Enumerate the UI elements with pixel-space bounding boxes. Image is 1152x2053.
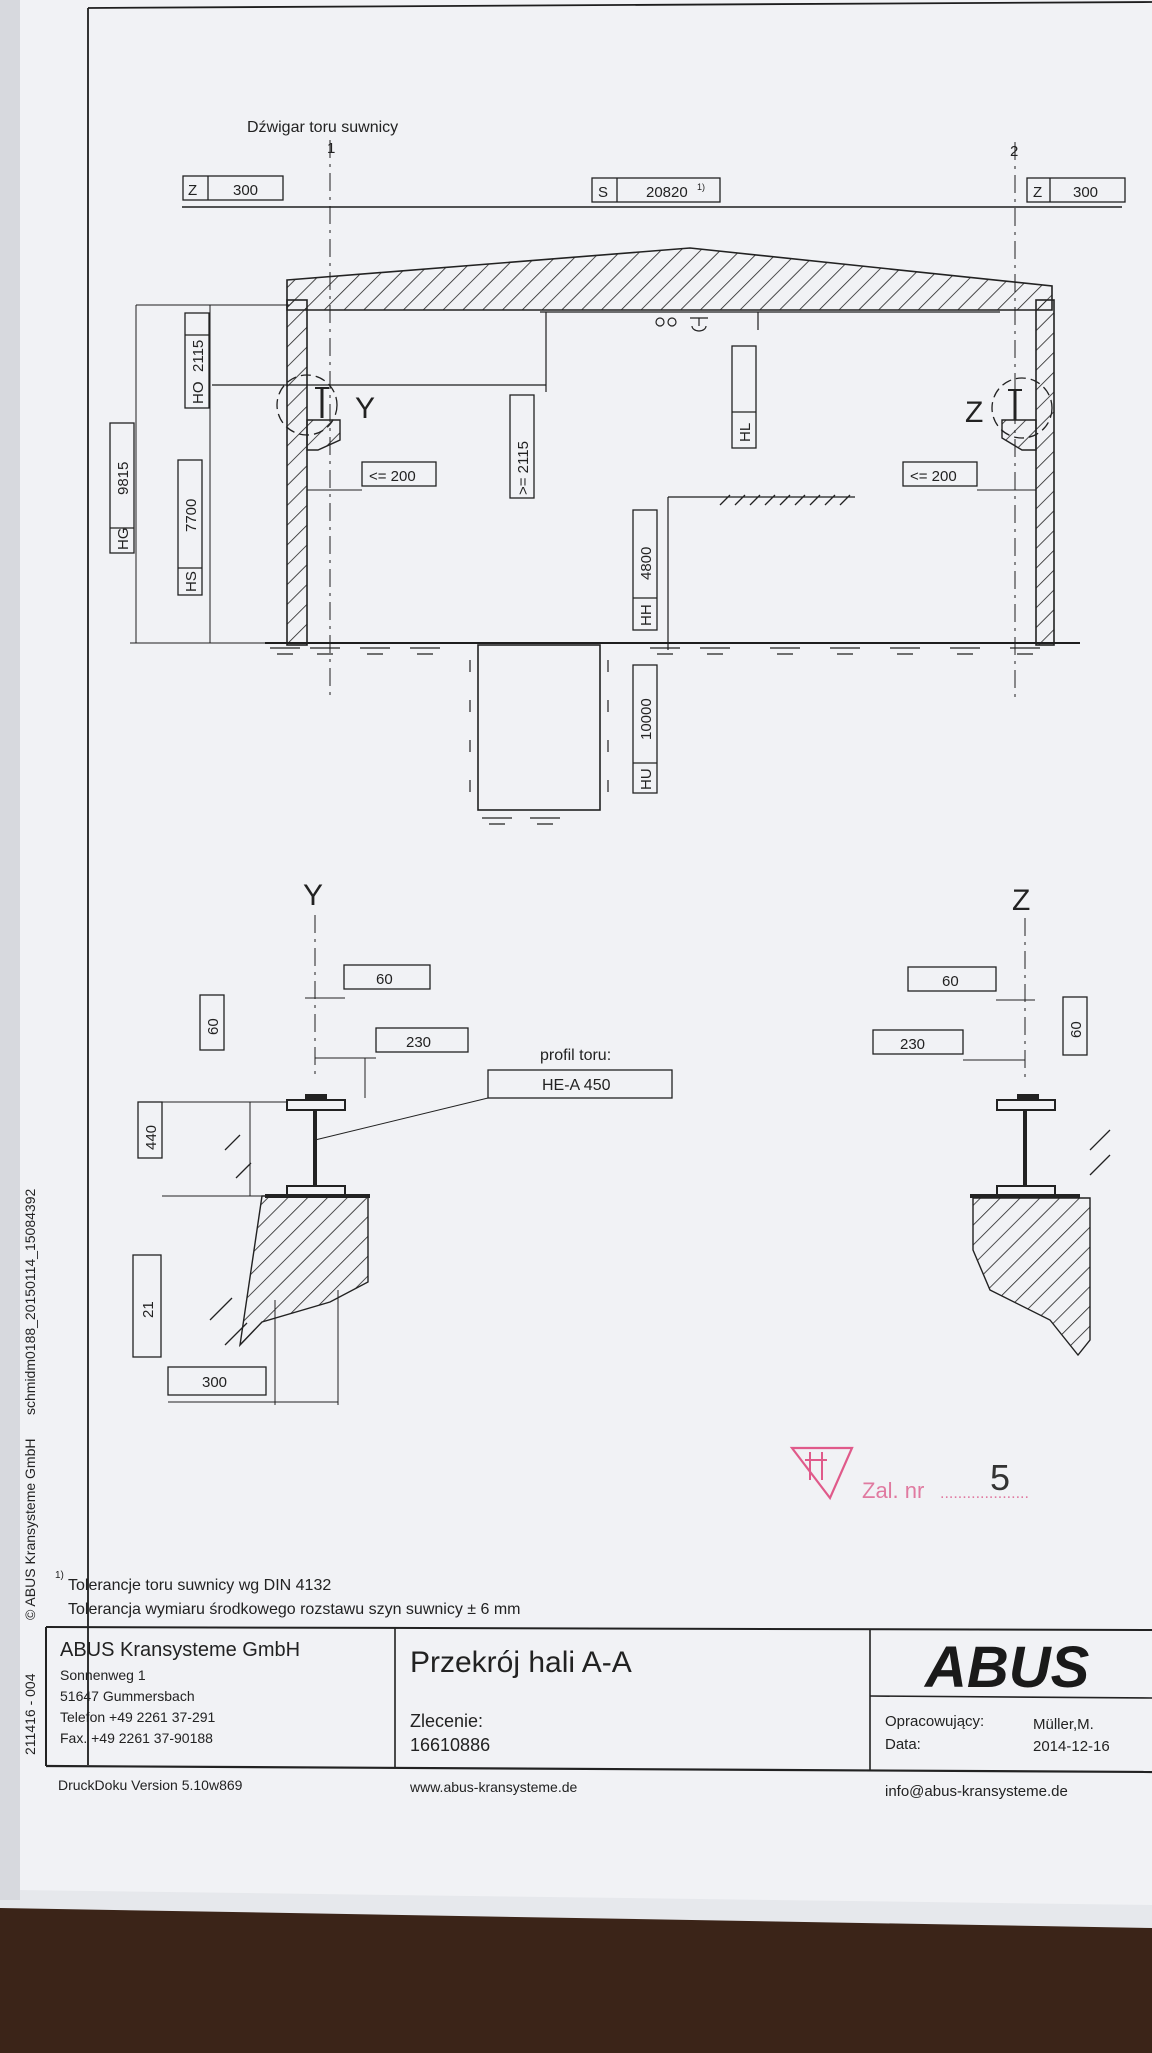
svg-text:300: 300 xyxy=(1073,184,1098,201)
prepared-label: Opracowujący: xyxy=(885,1713,984,1730)
detail-z-title: Z xyxy=(1012,884,1030,917)
title-block: ABUS Kransysteme GmbH Sonnenweg 1 51647 … xyxy=(45,1626,1152,1774)
side-file-name: schmidm0188_20150114_15084392 xyxy=(22,1189,38,1415)
detail-y-drawing: 60 60 230 profil toru: HE-A 450 440 21 xyxy=(132,964,673,1405)
svg-text:300: 300 xyxy=(233,182,258,199)
email: info@abus-kransysteme.de xyxy=(885,1783,1068,1800)
svg-text:230: 230 xyxy=(900,1036,925,1053)
svg-text:HG: HG xyxy=(115,528,132,551)
svg-text:<= 200: <= 200 xyxy=(910,468,957,485)
svg-text:HH: HH xyxy=(638,604,655,626)
company-fax: Fax. +49 2261 37-90188 xyxy=(60,1730,213,1746)
hu-dimension: HU 10000 xyxy=(632,664,658,794)
svg-text:S: S xyxy=(598,184,608,201)
clearance-left: <= 200 xyxy=(307,461,437,491)
svg-text:HE-A 450: HE-A 450 xyxy=(542,1077,611,1094)
axis-2-label: 2 xyxy=(1010,143,1018,160)
svg-text:>= 2115: >= 2115 xyxy=(515,441,532,495)
detail-y-marker: Y xyxy=(355,392,375,425)
detail-z-marker: Z xyxy=(965,396,983,429)
svg-text:Z: Z xyxy=(1033,184,1042,201)
hh-dimension: HH 4800 xyxy=(632,509,658,631)
left-wall xyxy=(286,299,308,646)
svg-text:440: 440 xyxy=(143,1125,160,1150)
svg-text:60: 60 xyxy=(205,1018,222,1035)
svg-text:21: 21 xyxy=(140,1301,157,1318)
svg-text:60: 60 xyxy=(942,973,959,990)
svg-text:Z: Z xyxy=(188,182,197,199)
axis-1-label: 1 xyxy=(327,140,335,157)
svg-text:HS: HS xyxy=(183,571,200,592)
ground-symbols xyxy=(270,647,1040,655)
svg-text:20820: 20820 xyxy=(646,184,688,201)
website: www.abus-kransysteme.de xyxy=(409,1779,578,1795)
hg-dimension: HG 9815 xyxy=(109,422,135,554)
company-name: ABUS Kransysteme GmbH xyxy=(60,1639,300,1661)
svg-text:profil toru:: profil toru: xyxy=(540,1047,611,1064)
prepared-value: Müller,M. xyxy=(1033,1716,1094,1733)
svg-text:4800: 4800 xyxy=(638,547,655,580)
svg-text:<= 200: <= 200 xyxy=(369,468,416,485)
clearance-right: <= 200 xyxy=(902,461,1036,491)
date-value: 2014-12-16 xyxy=(1033,1738,1110,1755)
svg-text:230: 230 xyxy=(406,1034,431,1051)
order-label: Zlecenie: xyxy=(410,1711,483,1731)
drawing-title: Przekrój hali A-A xyxy=(410,1646,632,1679)
svg-text:60: 60 xyxy=(376,971,393,988)
footnote-mark: 1) xyxy=(55,1570,64,1581)
software-version: DruckDoku Version 5.10w869 xyxy=(58,1777,243,1793)
svg-text:HL: HL xyxy=(737,423,754,442)
detail-y-circle xyxy=(276,374,338,436)
date-label: Data: xyxy=(885,1736,921,1753)
footnote-line-2: Tolerancja wymiaru środkowego rozstawu s… xyxy=(68,1601,521,1618)
side-doc-number: 211416 - 004 xyxy=(22,1673,38,1755)
svg-text:Zal. nr: Zal. nr xyxy=(862,1478,924,1503)
svg-text:5: 5 xyxy=(990,1457,1010,1498)
approval-stamp: Zal. nr .................... 5 xyxy=(789,1446,1029,1503)
svg-text:7700: 7700 xyxy=(183,499,200,532)
detail-z-drawing: 60 60 230 xyxy=(872,966,1111,1357)
pit xyxy=(477,644,601,811)
side-copyright: © ABUS Kransysteme GmbH xyxy=(22,1439,38,1620)
detail-z-circle xyxy=(991,377,1053,439)
hl-dimension: HL xyxy=(731,345,757,449)
detail-y-title: Y xyxy=(303,879,323,912)
svg-text:1): 1) xyxy=(697,182,705,192)
svg-text:HU: HU xyxy=(638,768,655,790)
svg-text:60: 60 xyxy=(1068,1021,1085,1038)
right-wall xyxy=(1035,299,1055,646)
svg-text:10000: 10000 xyxy=(638,698,655,740)
svg-text:300: 300 xyxy=(202,1374,227,1391)
hook-clearance-dimension: >= 2115 xyxy=(509,394,535,499)
svg-text:2115: 2115 xyxy=(190,340,207,372)
z-right-dimension: Z 300 xyxy=(1026,177,1126,203)
abus-logo: ABUS xyxy=(923,1635,1090,1700)
z-left-dimension: Z 300 xyxy=(182,175,284,201)
crane-girder-label: Dźwigar toru suwnicy xyxy=(247,119,398,136)
order-number: 16610886 xyxy=(410,1735,490,1755)
svg-text:....................: .................... xyxy=(940,1485,1029,1502)
company-phone: Telefon +49 2261 37-291 xyxy=(60,1709,216,1725)
company-street: Sonnenweg 1 xyxy=(60,1667,146,1683)
span-dimension: S 20820 1) xyxy=(591,177,721,203)
footnote-line-1: Tolerancje toru suwnicy wg DIN 4132 xyxy=(68,1577,331,1594)
company-city: 51647 Gummersbach xyxy=(60,1688,195,1704)
ho-dimension: HO 2115 xyxy=(184,312,210,409)
svg-text:HO: HO xyxy=(190,382,207,405)
svg-text:9815: 9815 xyxy=(115,462,132,495)
hs-dimension: HS 7700 xyxy=(177,459,203,596)
